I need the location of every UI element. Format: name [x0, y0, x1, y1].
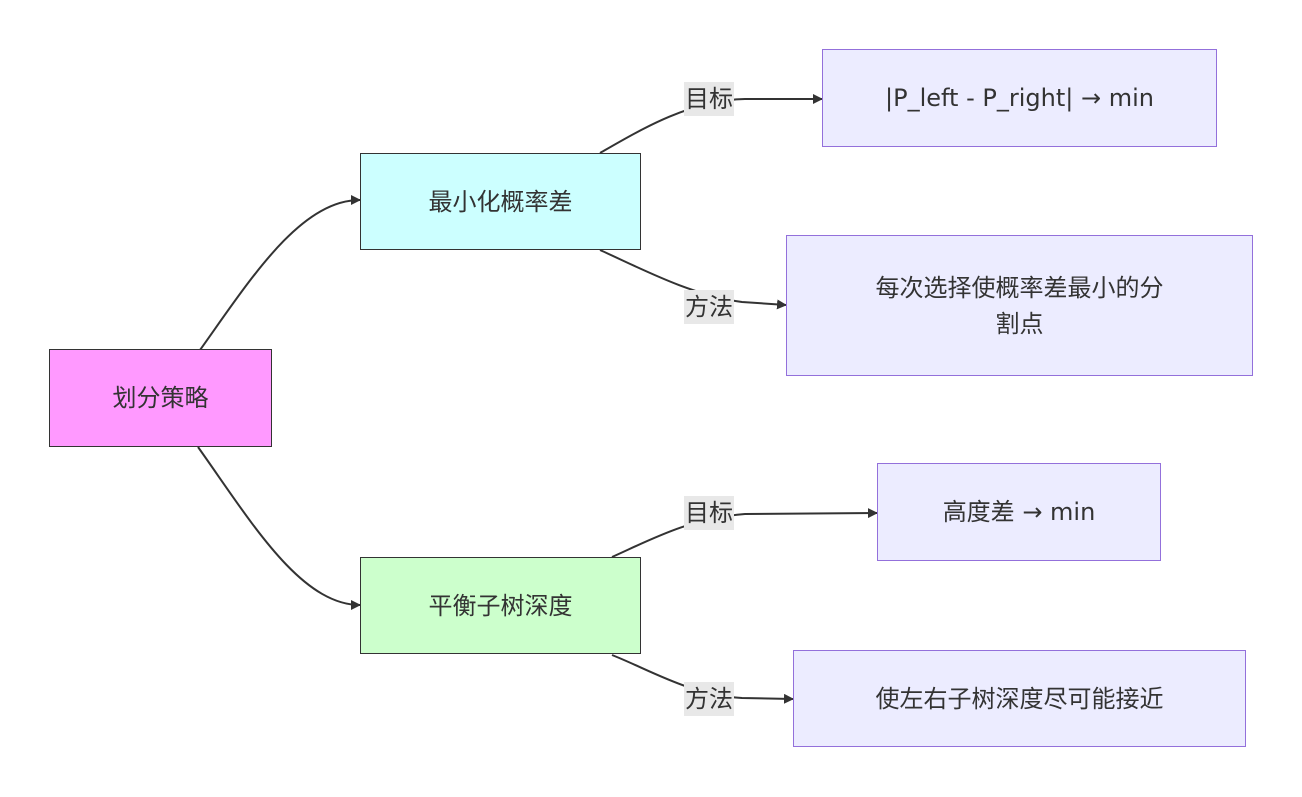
edge-label-method-a: 方法: [684, 290, 734, 324]
leaf-node-label-line-2: 割点: [995, 309, 1044, 338]
leaf-node-label: |P_left - P_right| → min: [885, 84, 1154, 112]
branch-node-label: 最小化概率差: [428, 187, 573, 216]
leaf-node-probability-method: 每次选择使概率差最小的分 割点: [786, 235, 1253, 376]
edge-label-goal-b: 目标: [684, 496, 734, 530]
leaf-node-depth-method: 使左右子树深度尽可能接近: [793, 650, 1246, 747]
branch-node-balance-subtree-depth: 平衡子树深度: [360, 557, 641, 654]
edge-label-method-b: 方法: [684, 682, 734, 716]
leaf-node-label: 使左右子树深度尽可能接近: [875, 684, 1164, 713]
edge-branch-b-to-method: [611, 654, 794, 704]
edge-branch-a-to-goal: [599, 94, 823, 154]
edge-root-to-branch-b: [197, 446, 361, 610]
leaf-node-depth-goal: 高度差 → min: [877, 463, 1161, 561]
root-node: 划分策略: [49, 349, 272, 447]
branch-node-label: 平衡子树深度: [428, 591, 573, 620]
leaf-node-label-line-1: 每次选择使概率差最小的分: [875, 273, 1164, 302]
edge-root-to-branch-a: [199, 195, 361, 351]
leaf-node-label: 高度差 → min: [942, 498, 1096, 526]
edge-branch-b-to-goal: [611, 508, 878, 558]
root-node-label: 划分策略: [112, 384, 209, 412]
leaf-node-probability-goal: |P_left - P_right| → min: [822, 49, 1217, 147]
edge-label-goal-a: 目标: [684, 82, 734, 116]
branch-node-minimize-probability-difference: 最小化概率差: [360, 153, 641, 250]
